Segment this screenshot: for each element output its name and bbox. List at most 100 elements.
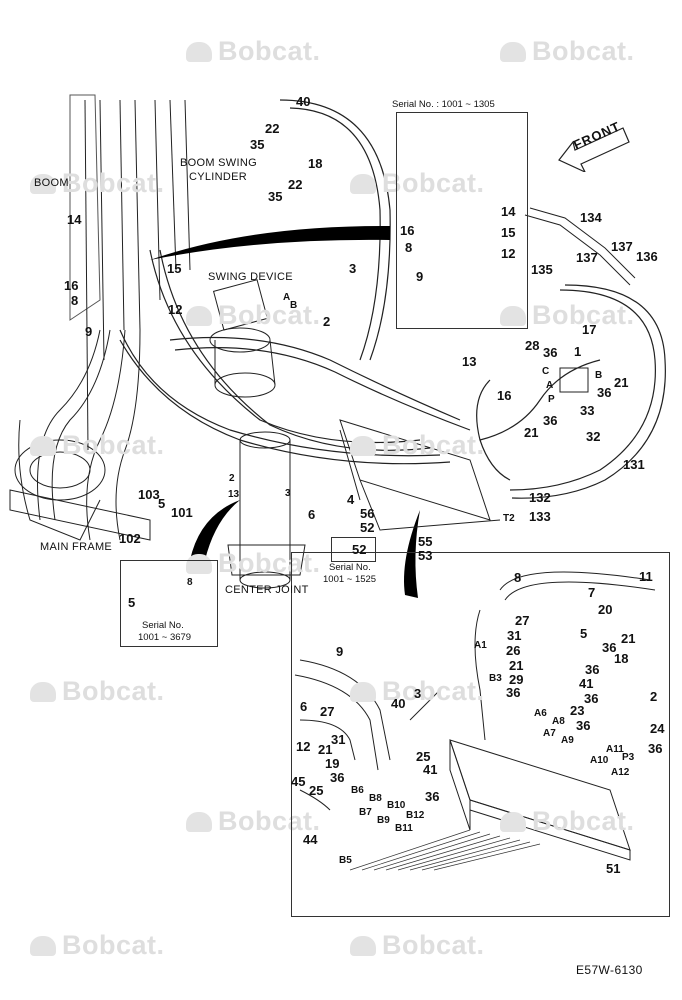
watermark-logo: Bobcat. <box>350 676 485 707</box>
callout: 40 <box>391 696 406 711</box>
callout: 36 <box>597 385 612 400</box>
callout: 5 <box>580 626 588 641</box>
watermark-logo: Bobcat. <box>186 300 321 331</box>
callout: 36 <box>506 685 521 700</box>
callout: 21 <box>509 658 524 673</box>
callout: 16 <box>497 388 512 403</box>
callout: 24 <box>650 721 665 736</box>
callout: 56 <box>360 506 375 521</box>
callout: 101 <box>171 505 193 520</box>
callout: B <box>290 300 298 311</box>
watermark-logo: Bobcat. <box>186 548 321 579</box>
callout: 35 <box>268 189 283 204</box>
callout: 41 <box>423 762 438 777</box>
callout: 3 <box>349 261 357 276</box>
callout: 6 <box>308 507 316 522</box>
front-arrow <box>558 127 630 172</box>
callout: 21 <box>621 631 636 646</box>
callout: 27 <box>515 613 530 628</box>
watermark-logo: Bobcat. <box>350 168 485 199</box>
callout: 22 <box>265 121 280 136</box>
watermark-logo: Bobcat. <box>186 36 321 67</box>
detail-box <box>291 552 670 917</box>
callout: 36 <box>425 789 440 804</box>
callout: 7 <box>588 585 596 600</box>
callout: 21 <box>614 375 629 390</box>
callout: 9 <box>336 644 344 659</box>
callout: 20 <box>598 602 613 617</box>
callout: 21 <box>318 742 333 757</box>
callout: T2 <box>503 513 515 524</box>
callout: 3 <box>285 488 291 499</box>
callout: 8 <box>514 570 522 585</box>
callout: 53 <box>418 548 433 563</box>
callout: 136 <box>636 249 658 264</box>
watermark-logo: Bobcat. <box>350 430 485 461</box>
watermark-logo: Bobcat. <box>500 300 635 331</box>
callout: 33 <box>580 403 595 418</box>
callout: 17 <box>582 322 597 337</box>
callout: 28 <box>525 338 540 353</box>
callout: P <box>548 394 555 405</box>
callout: A8 <box>552 716 565 727</box>
callout: 18 <box>308 156 323 171</box>
callout: 36 <box>648 741 663 756</box>
callout: 29 <box>509 672 524 687</box>
callout: 36 <box>576 718 591 733</box>
callout: 31 <box>507 628 522 643</box>
callout: 4 <box>347 492 355 507</box>
callout: A6 <box>534 708 547 719</box>
boom-swing-cylinder-label-2: CYLINDER <box>189 171 248 183</box>
callout: 23 <box>570 703 585 718</box>
watermark-logo: Bobcat. <box>350 930 485 961</box>
callout: B7 <box>359 807 372 818</box>
callout: 8 <box>405 240 413 255</box>
callout: 40 <box>296 94 311 109</box>
callout: 36 <box>585 662 600 677</box>
watermark-logo: Bobcat. <box>500 806 635 837</box>
small-inset-serial-2: 1001 ~ 1525 <box>323 574 377 585</box>
center-joint-label: CENTER JOINT <box>225 584 309 596</box>
callout: 18 <box>614 651 629 666</box>
callout: 32 <box>586 429 601 444</box>
watermark-logo: Bobcat. <box>30 168 165 199</box>
callout: B3 <box>489 673 502 684</box>
callout: 2 <box>323 314 331 329</box>
callout: 103 <box>138 487 160 502</box>
callout: 8 <box>187 577 193 588</box>
callout: 14 <box>67 212 82 227</box>
callout: 5 <box>158 496 166 511</box>
callout: 25 <box>309 783 324 798</box>
callout: A9 <box>561 735 574 746</box>
callout: 51 <box>606 861 621 876</box>
left-inset-serial-2: 1001 ~ 3679 <box>138 632 192 643</box>
callout: 8 <box>71 293 79 308</box>
callout: 12 <box>296 739 311 754</box>
boom-label: BOOM <box>34 177 69 189</box>
callout: 137 <box>576 250 598 265</box>
callout: 55 <box>418 534 433 549</box>
top-inset-serial: Serial No. : 1001 ~ 1305 <box>392 99 495 110</box>
figure-code: E57W-6130 <box>576 963 643 977</box>
callout: 35 <box>250 137 265 152</box>
small-inset-serial-1: Serial No. <box>329 562 371 573</box>
callout: A7 <box>543 728 556 739</box>
small-inset-box <box>331 537 376 562</box>
callout: 16 <box>400 223 415 238</box>
callout: 41 <box>579 676 594 691</box>
callout: B5 <box>339 855 352 866</box>
callout: 22 <box>288 177 303 192</box>
callout: B <box>595 370 603 381</box>
callout: 36 <box>543 345 558 360</box>
left-inset-serial-1: Serial No. <box>142 620 184 631</box>
callout: A10 <box>590 755 609 766</box>
callout: A <box>283 292 291 303</box>
watermark-logo: Bobcat. <box>186 806 321 837</box>
callout: 9 <box>416 269 424 284</box>
callout: A12 <box>611 767 630 778</box>
callout: 26 <box>506 643 521 658</box>
callout: C <box>542 366 550 377</box>
boom-swing-cylinder-label-1: BOOM SWING <box>180 157 257 169</box>
callout: A <box>546 380 554 391</box>
callout: 2 <box>229 473 235 484</box>
